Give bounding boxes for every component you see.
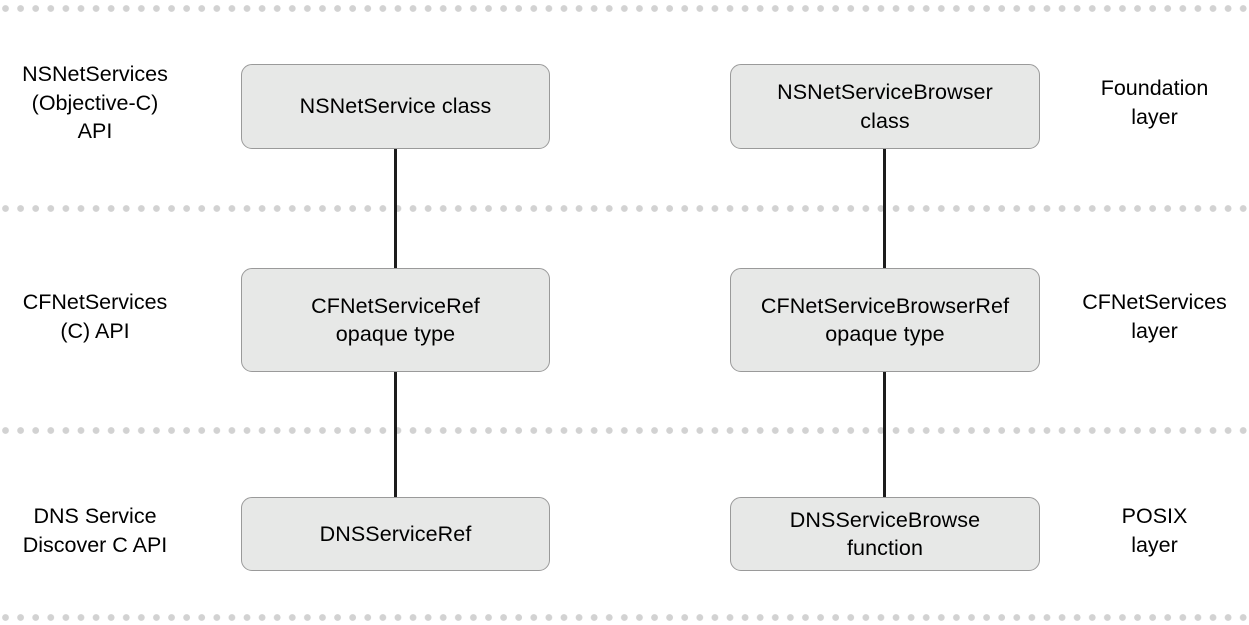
row-label-right-posix: POSIX layer <box>1121 504 1188 557</box>
divider-top <box>0 5 1249 12</box>
node-nsnetservicebrowser-class[interactable]: NSNetServiceBrowser class <box>730 64 1040 149</box>
node-dnsserviceref[interactable]: DNSServiceRef <box>241 497 550 571</box>
node-nsnetservice-class-label: NSNetService class <box>299 94 492 119</box>
node-nsnetservicebrowser-class-label: NSNetServiceBrowser class <box>777 80 993 133</box>
node-nsnetservice-class[interactable]: NSNetService class <box>241 64 550 149</box>
divider-foundation-cfnetservices <box>0 205 1249 212</box>
node-cfnetserviceref-opaque-type[interactable]: CFNetServiceRef opaque type <box>241 268 550 372</box>
node-dnsserviceref-label: DNSServiceRef <box>319 521 472 546</box>
row-label-left-foundation: NSNetServices (Objective-C) API <box>22 62 168 144</box>
node-cfnetserviceref-opaque-type-label: CFNetServiceRef opaque type <box>311 293 480 346</box>
divider-cfnetservices-posix <box>0 427 1249 434</box>
node-dnsservicebrowse-function-label: DNSServiceBrowse function <box>789 507 981 560</box>
connector-right-cfnetservices-to-posix <box>883 370 886 499</box>
connector-left-cfnetservices-to-posix <box>394 370 397 499</box>
connector-left-foundation-to-cfnetservices <box>394 146 397 270</box>
row-label-left-posix: DNS Service Discover C API <box>22 504 168 557</box>
connector-right-foundation-to-cfnetservices <box>883 146 886 270</box>
node-cfnetservicebrowserref-opaque-type[interactable]: CFNetServiceBrowserRef opaque type <box>730 268 1040 372</box>
node-dnsservicebrowse-function[interactable]: DNSServiceBrowse function <box>730 497 1040 571</box>
row-label-right-cfnetservices: CFNetServices layer <box>1082 290 1227 343</box>
row-label-left-cfnetservices: CFNetServices (C) API <box>22 290 168 343</box>
row-label-right-foundation: Foundation layer <box>1100 76 1209 129</box>
divider-bottom <box>0 614 1249 621</box>
node-cfnetservicebrowserref-opaque-type-label: CFNetServiceBrowserRef opaque type <box>760 293 1010 346</box>
